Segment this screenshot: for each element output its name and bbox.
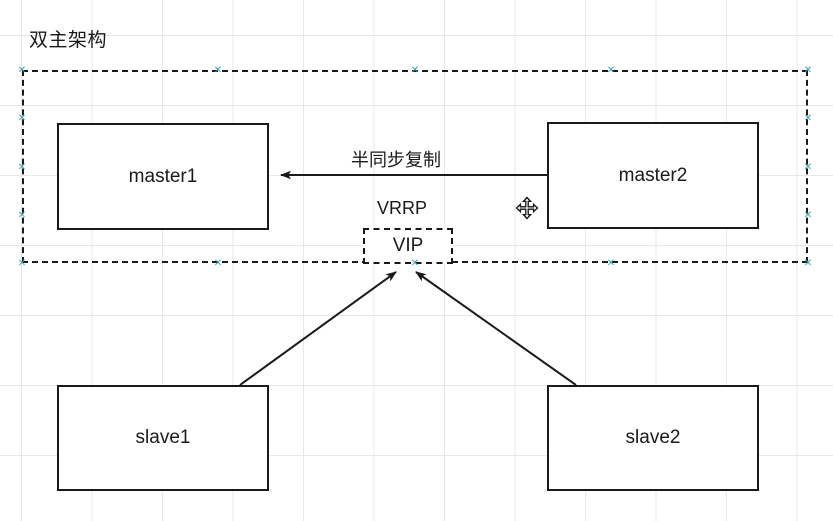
node-slave2[interactable]: slave2 (547, 385, 759, 491)
node-master2-label: master2 (618, 164, 688, 186)
selection-handle-right-q1[interactable] (804, 114, 813, 123)
selection-handle-top-center[interactable] (411, 66, 420, 75)
selection-handle-bottom-q1[interactable] (214, 259, 223, 268)
selection-handle-top-q3[interactable] (607, 66, 616, 75)
node-slave2-label: slave2 (625, 427, 681, 448)
selection-handle-right-center[interactable] (804, 163, 813, 172)
edge-label-replication: 半同步复制 (351, 150, 441, 170)
node-vip[interactable]: VIP (363, 228, 453, 264)
node-master2[interactable]: master2 (547, 122, 759, 229)
selection-handle-top-left[interactable] (18, 66, 27, 75)
selection-handle-bottom-left[interactable] (18, 259, 27, 268)
selection-handle-left-center[interactable] (18, 163, 27, 172)
node-slave1-label: slave1 (135, 427, 191, 448)
selection-handle-bottom-q3[interactable] (607, 259, 616, 268)
selection-handle-top-q1[interactable] (214, 66, 223, 75)
selection-handle-bottom-right[interactable] (804, 259, 813, 268)
edge-slave1-vip[interactable] (239, 271, 397, 386)
selection-handle-left-q1[interactable] (18, 114, 27, 123)
page-title: 双主架构 (29, 30, 108, 51)
selection-handle-top-right[interactable] (804, 66, 813, 75)
selection-handle-bottom-center[interactable] (411, 259, 420, 268)
node-slave1[interactable]: slave1 (57, 385, 269, 491)
selection-handle-left-q3[interactable] (18, 211, 27, 220)
node-vip-label: VIP (392, 235, 424, 256)
node-master1-label: master1 (128, 165, 198, 187)
selection-handle-right-q3[interactable] (804, 211, 813, 220)
edge-label-vrrp: VRRP (377, 198, 428, 218)
edge-slave2-vip[interactable] (415, 271, 577, 386)
node-master1[interactable]: master1 (57, 123, 269, 230)
move-cursor-icon (515, 196, 539, 220)
